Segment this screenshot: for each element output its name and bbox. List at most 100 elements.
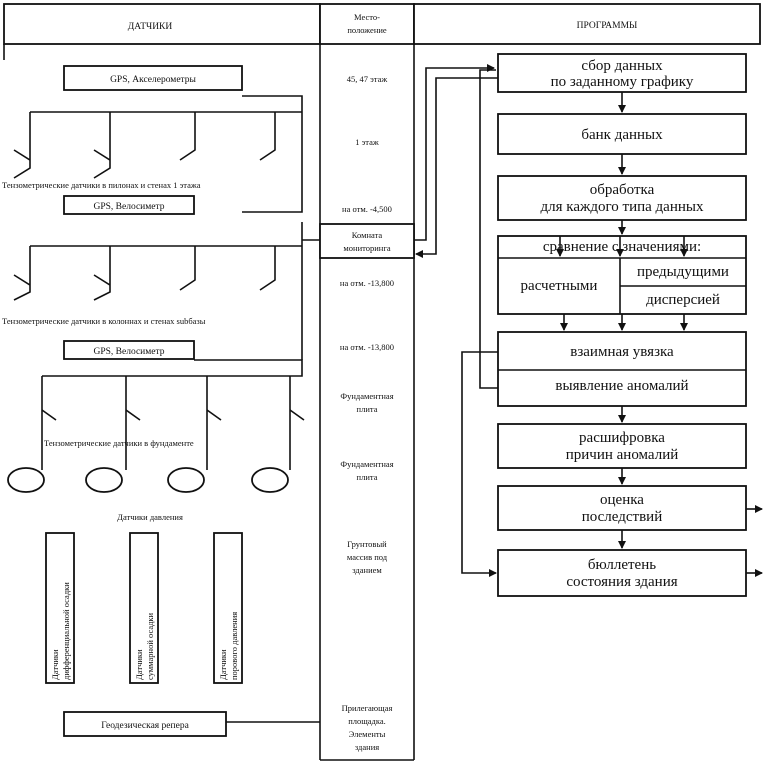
gps-velocimeter-box-1 [63,195,195,215]
sensors-soil: Датчики дифференциальной осадки Датчики … [45,532,243,684]
collect-data-line2: по заданному графику [551,74,694,90]
pressure-sensors-label: Датчики давления [117,512,183,522]
processing-box [497,175,747,221]
monitoring-room-line1: Комната [352,230,383,240]
location-adjacent-line1: Прилегающая [342,703,393,713]
pressure-sensor-symbol [85,467,123,493]
total-settlement-label-2: суммарной осадки [145,612,155,680]
header-row: ДАТЧИКИ Место- положение ПРОГРАММЫ [3,3,761,45]
gps-accelerometers-label: GPS, Акселерометры [110,75,196,85]
strain-gauge-symbol [41,409,57,421]
strain-gauge-symbol [206,409,222,421]
location-minus-13800-b: на отм. -13,800 [340,342,394,352]
strain-gauge-symbol [13,246,31,301]
tenso-basement-label: Тензометрические датчики в колоннах и ст… [2,316,206,326]
location-minus-13800-a: на отм. -13,800 [340,278,394,288]
geodetic-label: Геодезическая реперa [101,721,189,731]
location-header-box [319,3,415,45]
location-adjacent-line3: Элементы [349,729,386,739]
location-minus-4500: на отм. -4,500 [342,204,392,214]
strain-gauge-symbol [179,246,196,291]
gps-accelerometers-box [63,65,243,91]
location-soil-line2: массив под [347,552,388,562]
room-connections [302,64,498,258]
strain-gauge-symbol [179,112,196,161]
decode-line2: причин аномалий [566,447,679,463]
bulletin-box [497,549,747,597]
location-foundation-slab-b-line1: Фундаментная [340,459,393,469]
collect-data-line1: сбор данных [581,58,663,74]
decode-line1: расшифровка [579,430,665,446]
tenso-foundation-label: Тензометрические датчики в фундаменте [44,438,194,448]
geodetic-box [63,711,227,737]
total-settlement-label-1: Датчики [134,649,144,680]
compare-previous: предыдущими [637,264,729,280]
sensors-basement: Тензометрические датчики в колоннах и ст… [2,222,303,377]
room-to-collect-arrow [414,64,495,241]
strain-gauge-symbol [93,246,111,301]
pore-pressure-sensor-box [213,532,243,684]
location-1-floor: 1 этаж [355,137,379,147]
bulletin-line2: состояния здания [566,574,677,590]
location-soil-line3: зданием [352,565,382,575]
gps-velocimeter-label-1: GPS, Велосиметр [93,202,164,212]
feedback-loop-line [479,69,498,389]
strain-gauge-symbol [259,246,276,291]
programs-header: ПРОГРАММЫ [577,21,638,31]
strain-gauge-symbol [259,112,276,161]
diff-settlement-sensor-box [45,532,75,684]
assessment-box [497,485,747,531]
programs-flow: сбор данных по заданному графику банк да… [461,53,763,597]
location-adjacent-line2: площадка. [348,716,386,726]
strain-gauge-symbol [13,112,31,179]
link-anomalies-box [497,331,747,407]
strain-gauge-symbol [289,409,305,421]
total-settlement-sensor-box [129,532,159,684]
comparison-title: сравнение с значениями: [543,239,701,255]
monitoring-room-box [319,223,415,259]
link-to-bulletin-arrow [461,351,498,577]
programs-header-box [413,3,761,45]
location-foundation-slab-b-line2: плита [357,472,378,482]
strain-gauge-symbol [125,409,141,421]
sensors-upper-floors: GPS, Акселерометры Тензометрические датч… [2,65,303,215]
gps-velocimeter-box-2 [63,340,195,360]
sensors-header-box [3,3,321,45]
pressure-sensor-symbol [167,467,205,493]
tenso-floors-label: Тензометрические датчики в пилонах и сте… [2,180,201,190]
location-header-line2: положение [347,25,387,35]
diff-settlement-label-2: дифференциальной осадки [61,582,71,680]
strain-gauge-symbol [93,112,111,179]
location-adjacent-line4: здания [355,742,379,752]
pore-pressure-label-1: Датчики [218,649,228,680]
pressure-sensor-symbol [7,467,45,493]
pore-pressure-label-2: порового давления [229,612,239,680]
collect-data-box [497,53,747,93]
geodetic-benchmark: Геодезическая реперa [63,711,320,737]
mutual-link-label: взаимная увязка [570,344,674,360]
assessment-line2: последствий [582,509,663,525]
compare-calculated: расчетными [521,278,598,294]
collect-to-room-arrow [415,77,498,258]
sensors-foundation: Тензометрические датчики в фундаменте Да… [7,376,305,522]
location-header-line1: Место- [354,12,380,22]
location-soil-line1: Грунтовый [347,539,387,549]
anomaly-detection-label: выявление аномалий [555,378,688,394]
gps-velocimeter-label-2: GPS, Велосиметр [93,347,164,357]
location-column: 45, 47 этаж 1 этаж на отм. -4,500 Комнат… [319,44,415,761]
decode-box [497,423,747,469]
processing-line1: обработка [590,182,655,198]
location-foundation-slab-a-line2: плита [357,404,378,414]
location-foundation-slab-a-line1: Фундаментная [340,391,393,401]
monitoring-room-line2: мониторинга [343,243,390,253]
bulletin-line1: бюллетень [588,557,656,573]
processing-line2: для каждого типа данных [541,199,704,215]
data-bank-label: банк данных [581,127,663,143]
diff-settlement-label-1: Датчики [50,649,60,680]
location-45-47-floor: 45, 47 этаж [347,74,388,84]
assessment-line1: оценка [600,492,644,508]
compare-dispersion: дисперсией [646,292,720,308]
sensors-header: ДАТЧИКИ [128,22,173,32]
pressure-sensor-symbol [251,467,289,493]
